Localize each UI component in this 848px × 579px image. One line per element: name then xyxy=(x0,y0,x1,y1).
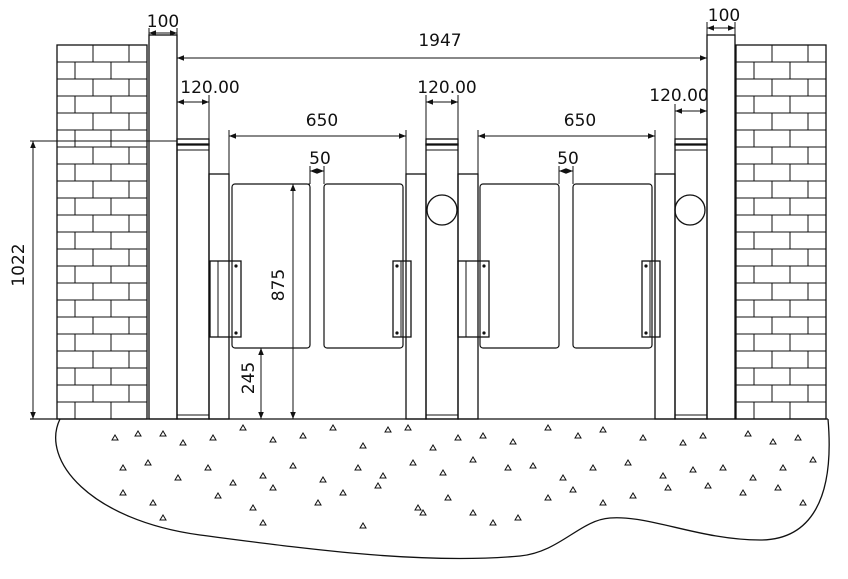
left-cabinet xyxy=(176,138,230,420)
dim-clearance-label: 245 xyxy=(239,362,259,394)
center-reader-icon xyxy=(426,194,458,226)
glass-panel-3 xyxy=(479,183,560,349)
dim-total-height: 1022 xyxy=(9,140,177,419)
dim-clearance: 245 xyxy=(239,347,268,419)
glass-panel-4 xyxy=(572,183,653,349)
dim-cabinet-right: 120.00 xyxy=(649,86,709,140)
center-cabinet xyxy=(405,138,479,420)
hinge-bracket-2 xyxy=(392,260,412,338)
dim-cabinet-left: 120.00 xyxy=(176,78,240,140)
dim-overall-label: 1947 xyxy=(418,31,461,51)
dim-wall-left-label: 100 xyxy=(147,12,179,32)
left-brick-wall xyxy=(56,44,148,420)
dim-cabinet-right-label: 120.00 xyxy=(649,86,708,106)
glass-panel-2 xyxy=(323,183,404,349)
dim-cabinet-center-label: 120.00 xyxy=(417,78,476,98)
dim-gap-left-label: 50 xyxy=(309,149,331,169)
right-wall-post xyxy=(706,34,736,420)
dim-overall: 1947 xyxy=(177,31,707,61)
dim-gap-left: 50 xyxy=(309,149,331,184)
dim-wall-right-label: 100 xyxy=(708,6,740,26)
dim-panel-height: 875 xyxy=(269,183,310,419)
right-reader-icon xyxy=(674,194,706,226)
dim-cabinet-center: 120.00 xyxy=(417,78,477,140)
hinge-bracket-1 xyxy=(209,260,242,338)
dim-total-height-label: 1022 xyxy=(9,243,29,286)
right-brick-wall xyxy=(735,44,827,420)
hinge-bracket-3 xyxy=(457,260,490,338)
dim-panel-height-label: 875 xyxy=(269,269,289,301)
dim-lane-left-label: 650 xyxy=(306,111,338,131)
hinge-bracket-4 xyxy=(641,260,661,338)
dim-wall-left: 100 xyxy=(147,12,179,40)
left-wall-post xyxy=(148,34,178,420)
dim-gap-right: 50 xyxy=(557,149,579,184)
dim-lane-left: 650 xyxy=(228,111,407,174)
glass-panel-1 xyxy=(231,183,311,349)
dim-gap-right-label: 50 xyxy=(557,149,579,169)
dim-lane-right-label: 650 xyxy=(564,111,596,131)
dim-lane-right: 650 xyxy=(477,111,656,174)
dim-wall-right: 100 xyxy=(706,6,740,35)
right-cabinet xyxy=(654,138,708,420)
gravel-fill xyxy=(111,424,817,529)
dim-cabinet-left-label: 120.00 xyxy=(180,78,239,98)
ground-section xyxy=(55,418,830,560)
